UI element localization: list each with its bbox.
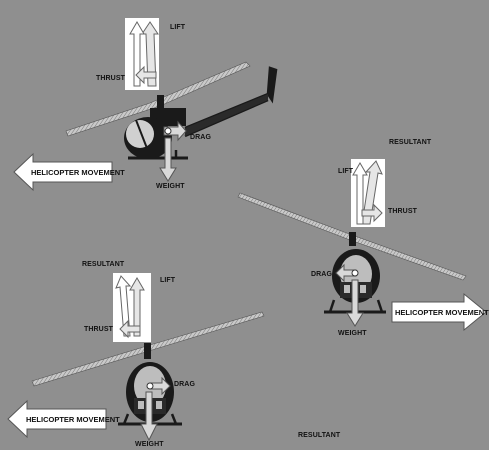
lift-label-3: LIFT <box>160 277 176 284</box>
weight-label-1: WEIGHT <box>156 183 185 190</box>
thrust-label-1: THRUST <box>96 75 125 82</box>
thrust-arrow-2 <box>361 203 383 223</box>
movement-arrow-3: HELICOPTER MOVEMENT <box>7 399 120 439</box>
helicopter-rearward-flight: HELICOPTER MOVEMENT <box>237 159 489 332</box>
resultant-label-3: RESULTANT <box>298 432 341 439</box>
resultant-label-2: RESULTANT <box>82 261 125 268</box>
drag-label-1: DRAG <box>190 134 212 141</box>
thrust-arrow-1 <box>135 65 157 85</box>
thrust-label-3: THRUST <box>84 326 113 333</box>
drag-arrow-1 <box>163 120 187 142</box>
lift-label-1: LIFT <box>170 24 186 31</box>
movement-arrow-1: HELICOPTER MOVEMENT <box>13 152 125 192</box>
drag-label-3: DRAG <box>174 381 196 388</box>
resultant-label-1: RESULTANT <box>389 139 432 146</box>
helicopter-forward-flight: HELICOPTER MOVEMENT <box>13 18 278 192</box>
weight-arrow-1 <box>159 137 177 182</box>
drag-arrow-3 <box>149 376 171 396</box>
weight-label-2: WEIGHT <box>338 330 367 337</box>
movement-arrow-2: HELICOPTER MOVEMENT <box>391 292 489 332</box>
movement-label-3: HELICOPTER MOVEMENT <box>26 415 120 424</box>
thrust-arrow-3 <box>119 319 141 339</box>
movement-label-1: HELICOPTER MOVEMENT <box>31 168 125 177</box>
thrust-label-2: THRUST <box>388 208 417 215</box>
helicopter-bottom-flight: HELICOPTER MOVEMENT <box>7 273 265 442</box>
rotor-blade-1 <box>65 61 251 137</box>
movement-label-2: HELICOPTER MOVEMENT <box>395 308 489 317</box>
weight-arrow-2 <box>346 279 364 327</box>
weight-arrow-3 <box>140 391 158 442</box>
drag-label-2: DRAG <box>311 271 333 278</box>
lift-label-2: LIFT <box>338 168 354 175</box>
weight-label-3: WEIGHT <box>135 441 164 448</box>
